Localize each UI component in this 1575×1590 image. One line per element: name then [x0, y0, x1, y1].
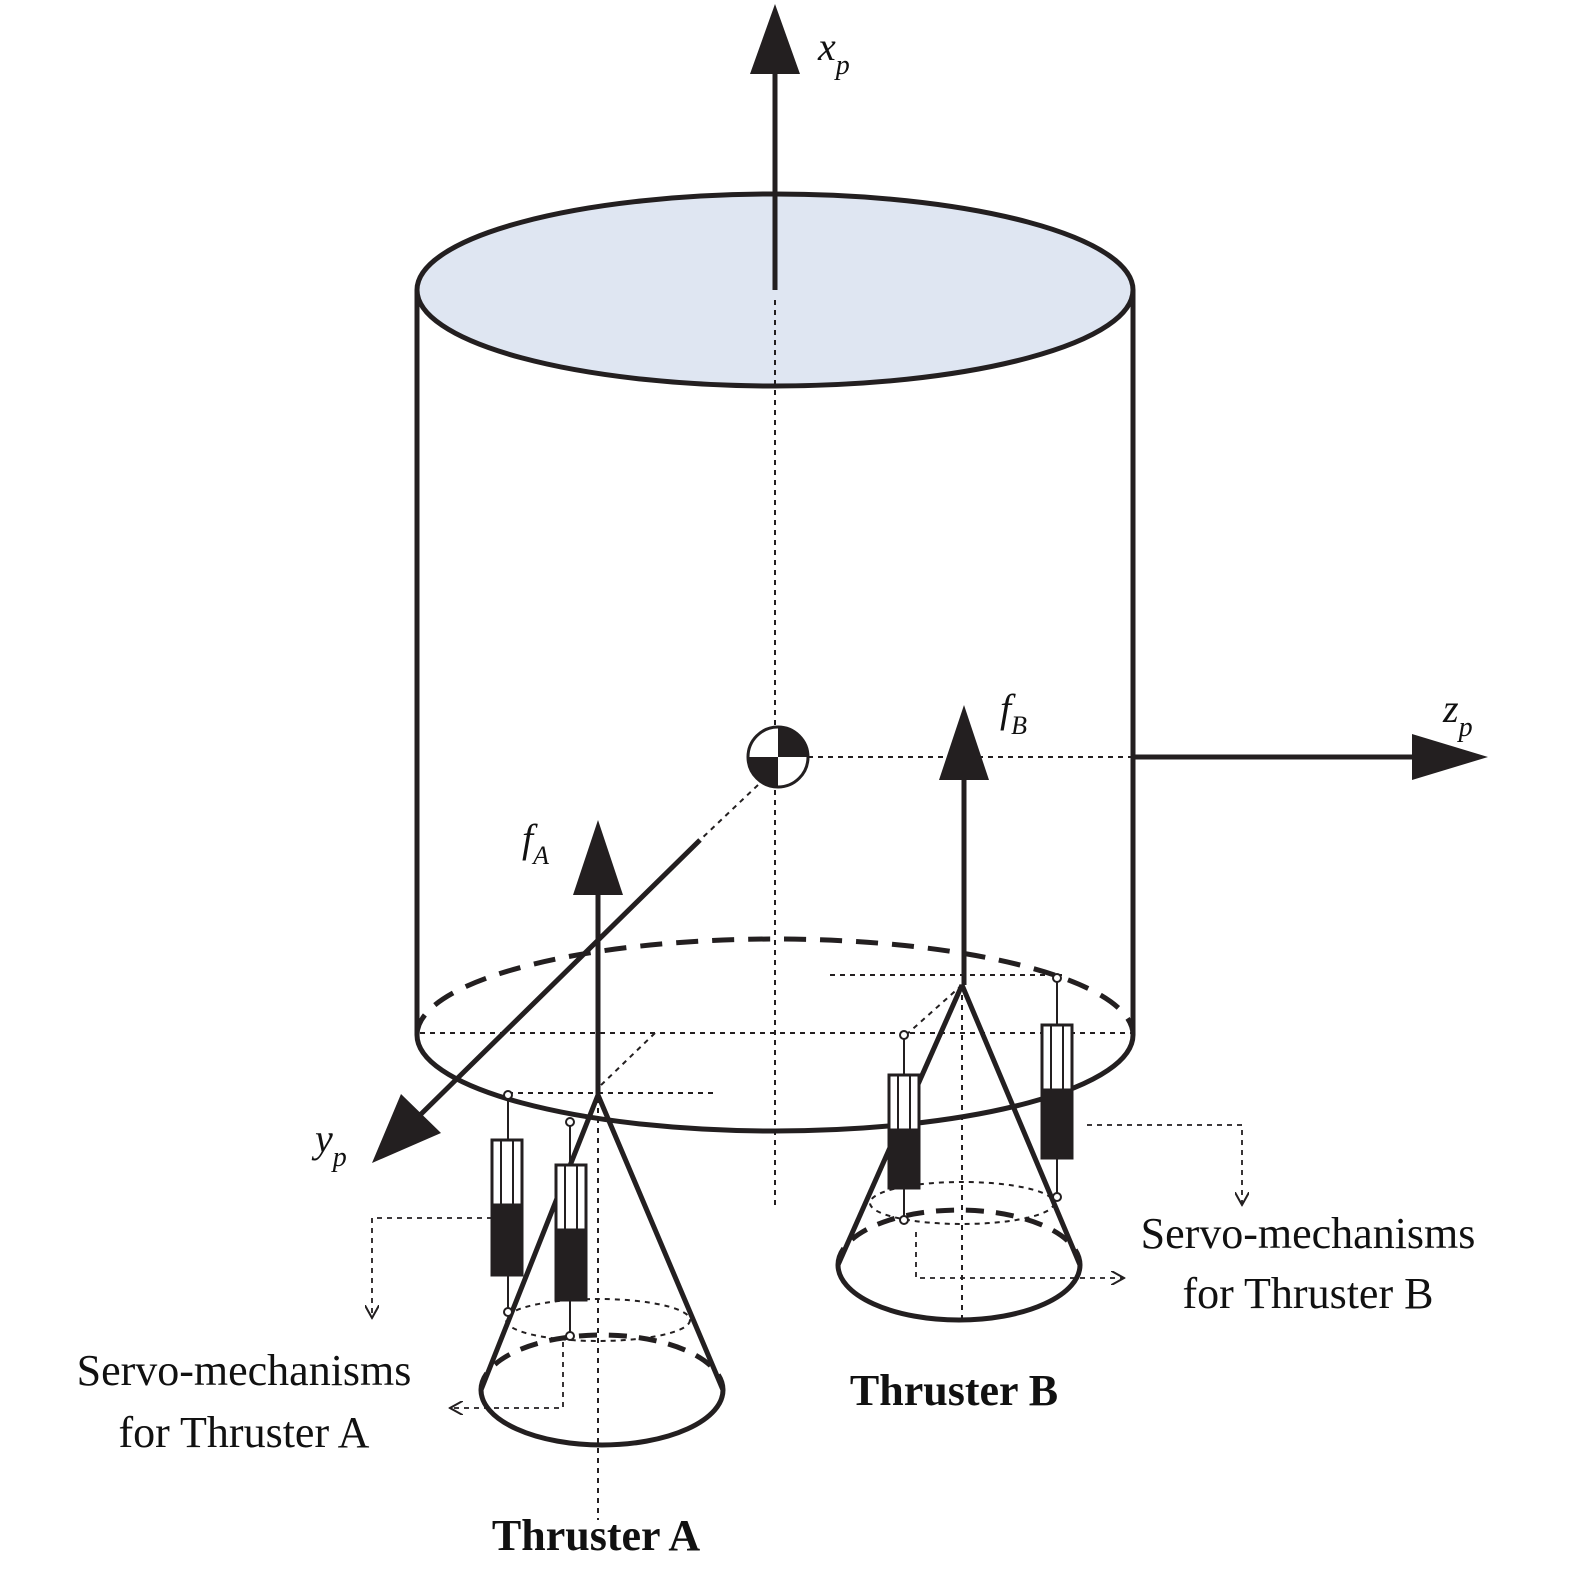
- center-diagonal-dotted: [699, 784, 759, 841]
- servo-a-label-line2: for Thruster A: [119, 1408, 370, 1457]
- z-axis: [1133, 734, 1488, 780]
- y-axis-label: yp: [311, 1116, 347, 1173]
- x-axis-label: xp: [817, 24, 850, 81]
- force-a-vector: [573, 820, 623, 1095]
- construction-lines: [420, 300, 1133, 1520]
- servo-a-actuator-2: [554, 1117, 588, 1341]
- thruster-b-label: Thruster B: [850, 1366, 1058, 1415]
- z-axis-label: zp: [1442, 686, 1473, 743]
- force-a-label: fA: [522, 816, 549, 870]
- y-axis-arrowhead: [372, 1094, 441, 1163]
- x-axis-arrowhead: [750, 4, 800, 74]
- servo-a-leader-1: [372, 1217, 492, 1318]
- servo-a-leader-2: [450, 1342, 564, 1408]
- servo-b-leader-2: [915, 1232, 1124, 1278]
- servo-b-label-line2: for Thruster B: [1183, 1269, 1434, 1318]
- thruster-a-label: Thruster A: [492, 1511, 700, 1560]
- force-b-arrowhead: [939, 705, 989, 780]
- servo-b-actuator-2: [1040, 973, 1074, 1202]
- servo-a-actuator-1: [490, 1090, 524, 1317]
- z-axis-arrowhead: [1412, 734, 1488, 780]
- y-axis: [372, 838, 702, 1163]
- x-axis: [750, 4, 800, 290]
- servo-b-leader-1: [1087, 1124, 1242, 1205]
- thruster-a-cone: [478, 1094, 726, 1448]
- force-b-vector: [939, 705, 989, 985]
- servo-b-label-line1: Servo-mechanisms: [1141, 1209, 1476, 1258]
- servo-b-actuator-1: [887, 1030, 921, 1225]
- force-a-arrowhead: [573, 820, 623, 895]
- thruster-b-diag-dotted: [905, 984, 963, 1036]
- servo-a-label-line1: Servo-mechanisms: [77, 1346, 412, 1395]
- thruster-a-mid-ring: [505, 1298, 691, 1342]
- force-b-label: fB: [1000, 686, 1027, 740]
- base-diagonal-dotted: [597, 1032, 656, 1089]
- leader-arrows: [372, 1124, 1242, 1408]
- center-of-mass-icon: [746, 725, 810, 789]
